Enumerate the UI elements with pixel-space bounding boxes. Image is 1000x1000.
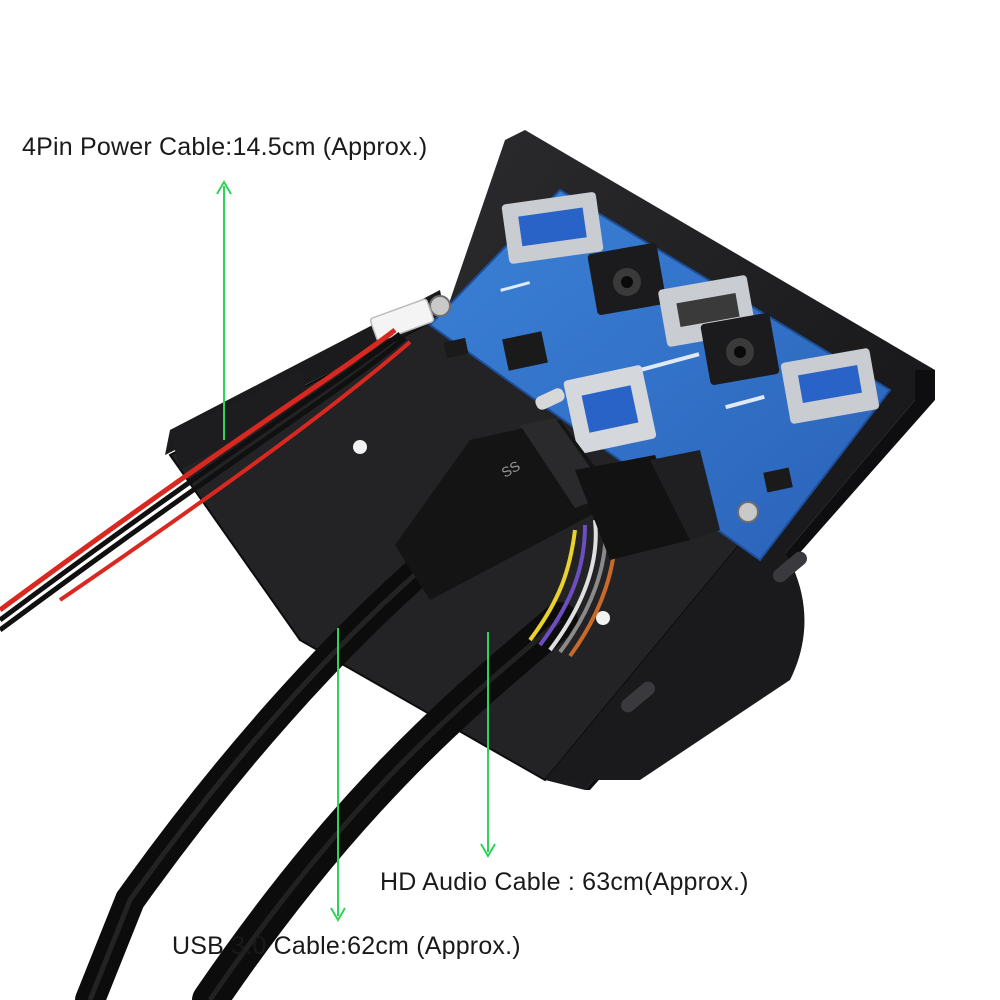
usb-cable-arrow xyxy=(330,628,346,922)
screw-icon xyxy=(429,295,451,317)
front-ports xyxy=(501,192,880,454)
screw-icon xyxy=(737,501,759,523)
usb3-port-right xyxy=(780,348,880,424)
mount-hole xyxy=(353,440,367,454)
measurement-arrows xyxy=(216,180,496,922)
side-slot xyxy=(621,681,655,713)
audio-jack xyxy=(587,243,667,315)
side-slot xyxy=(773,551,807,583)
mount-hole xyxy=(596,611,610,625)
crystal xyxy=(535,388,565,410)
power-connector xyxy=(0,298,435,633)
hd-audio-cable-label: HD Audio Cable : 63cm(Approx.) xyxy=(380,868,749,896)
hd-audio-cable xyxy=(192,450,720,1000)
usb3-cable: SS xyxy=(75,418,620,1000)
power-cable-label: 4Pin Power Cable:14.5cm (Approx.) xyxy=(22,133,428,161)
small-chip xyxy=(443,337,469,359)
controller-chip xyxy=(502,331,548,371)
onboard-usb-port xyxy=(563,365,657,454)
usb3-port-top xyxy=(501,192,604,264)
small-chip xyxy=(763,467,793,493)
audio-cable-arrow xyxy=(480,632,496,858)
usb-cable-label: USB 3.0 Cable:62cm (Approx.) xyxy=(172,932,521,960)
audio-jack xyxy=(700,313,780,385)
power-cable-arrow xyxy=(216,180,232,440)
